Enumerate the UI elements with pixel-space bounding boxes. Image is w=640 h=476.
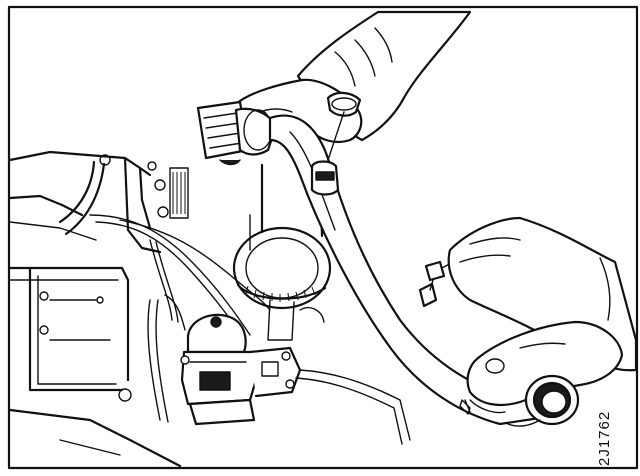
side-panel [8,266,182,468]
reference-code-label: 2J1762 [596,410,613,466]
hose-bracket [459,399,471,415]
hose-clamp-upper [326,91,362,161]
hose-elbow-fitting [196,100,278,166]
fuel-filter-assembly [180,313,411,445]
hose-clamp-middle [310,160,340,196]
lower-hand [464,320,624,414]
hose-open-end [507,374,580,427]
engine-block [8,150,189,254]
figure-frame [7,5,639,470]
pulley-gear [232,226,332,341]
